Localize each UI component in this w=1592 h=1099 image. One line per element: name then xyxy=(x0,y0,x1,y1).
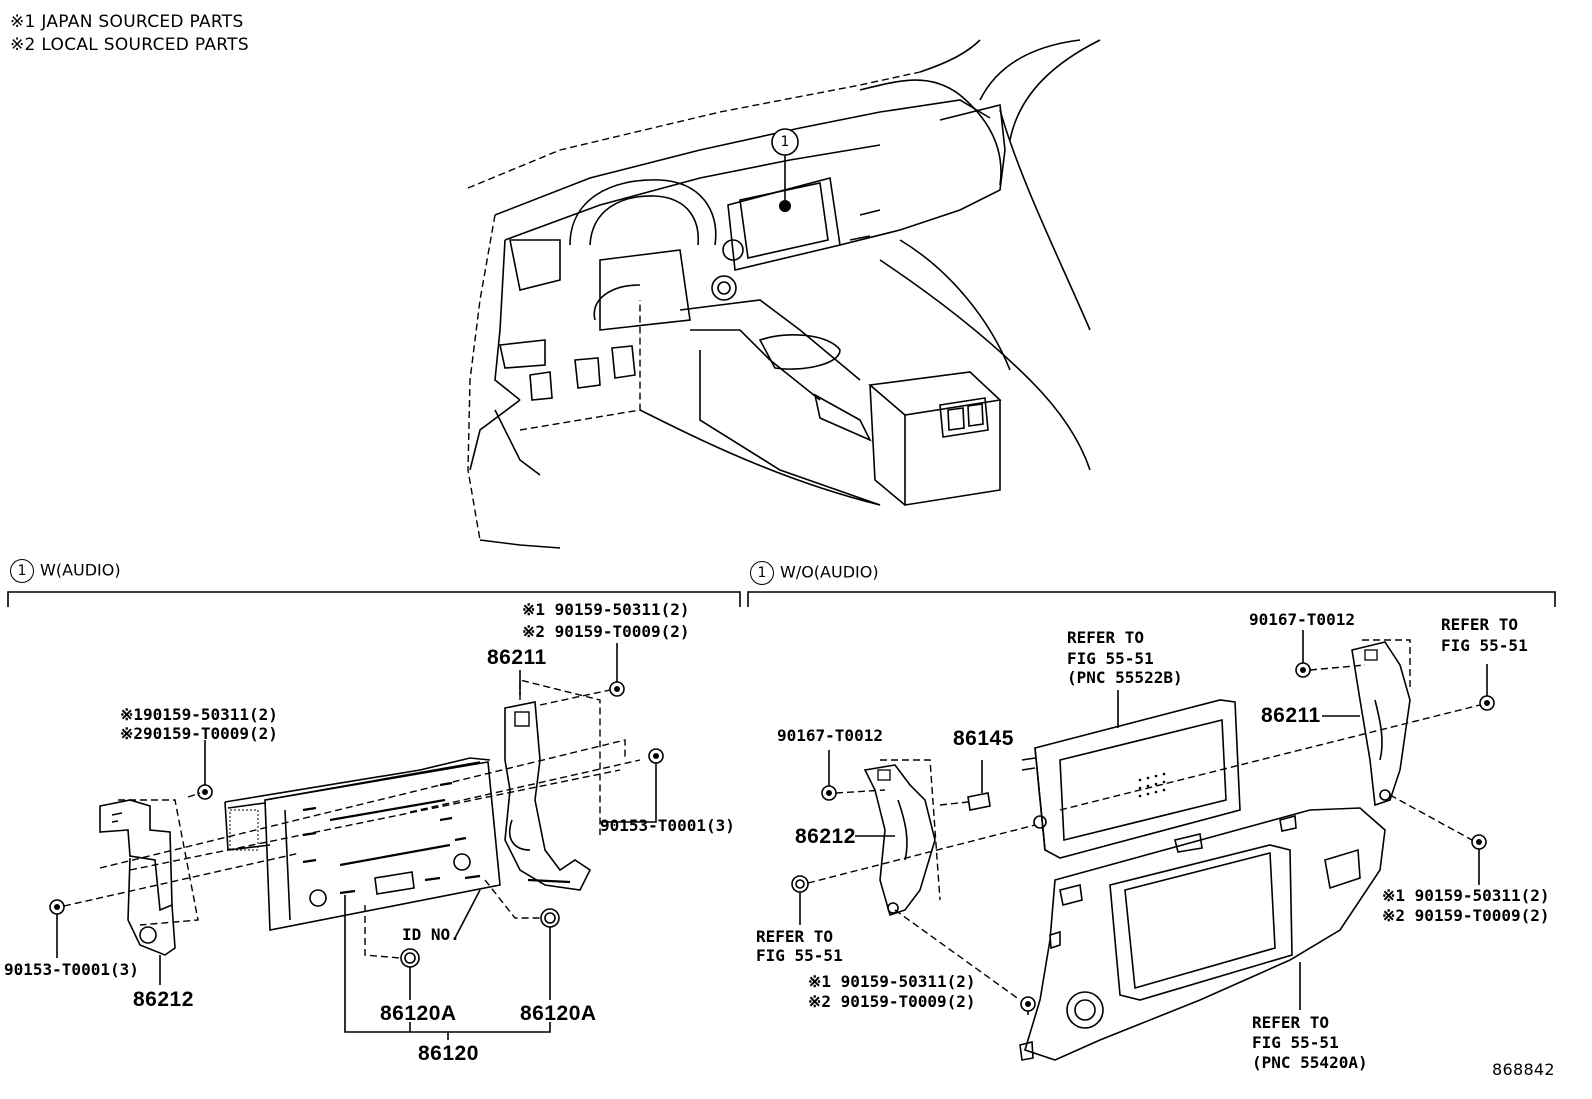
label-refer-display-1: REFER TO xyxy=(1067,628,1145,647)
label-bolt-top-right-2: ※2 90159-T0009(2) xyxy=(522,622,690,641)
label-bolt-right-1: ※1 90159-50311(2) xyxy=(1382,886,1550,905)
section-label: W/O(AUDIO) xyxy=(780,562,879,582)
label-bolt-bottom-1: ※1 90159-50311(2) xyxy=(808,972,976,991)
label-receiver-86120: 86120 xyxy=(418,1042,479,1065)
label-bracket-86212-wo: 86212 xyxy=(795,825,856,848)
display-unit xyxy=(1021,699,1241,859)
section-label: W(AUDIO) xyxy=(40,560,121,580)
label-clip-left: 90167-T0012 xyxy=(777,726,883,745)
label-refer-display-2: FIG 55-51 xyxy=(1067,649,1154,668)
right-bracket-86211 xyxy=(504,679,601,891)
label-id-no: ID NO. xyxy=(402,925,460,944)
label-bolt-bottom-2: ※2 90159-T0009(2) xyxy=(808,992,976,1011)
dashboard-illustration xyxy=(467,39,1101,549)
section-title-without-audio: 1 W/O(AUDIO) xyxy=(750,561,879,585)
label-knob-right: 86120A xyxy=(520,1002,597,1025)
label-refer-top-right-2: FIG 55-51 xyxy=(1441,636,1528,655)
label-clip-top: 90167-T0012 xyxy=(1249,610,1355,629)
label-connector-86145: 86145 xyxy=(953,727,1014,750)
label-refer-top-right-1: REFER TO xyxy=(1441,615,1519,634)
label-bracket-86211: 86211 xyxy=(487,646,547,669)
label-bolt-left-2: ※290159-T0009(2) xyxy=(120,724,278,743)
section-bracket-with-audio xyxy=(7,591,741,607)
label-refer-bottom-2: FIG 55-51 xyxy=(1252,1033,1339,1052)
label-bracket-86211-wo: 86211 xyxy=(1261,704,1321,727)
figure-number: 868842 xyxy=(1492,1060,1555,1079)
label-refer-left-1: REFER TO xyxy=(756,927,834,946)
section-marker: 1 xyxy=(750,561,774,585)
note-local-sourced: ※2 LOCAL SOURCED PARTS xyxy=(10,35,249,55)
label-refer-bottom-1: REFER TO xyxy=(1252,1013,1330,1032)
label-refer-bottom-3: (PNC 55420A) xyxy=(1252,1053,1368,1072)
callout-marker xyxy=(771,128,799,212)
label-refer-display-3: (PNC 55522B) xyxy=(1067,668,1183,687)
fastener-group-left xyxy=(49,643,664,1000)
callout-number: 1 xyxy=(780,134,790,150)
label-bolt-left-1: ※190159-50311(2) xyxy=(120,705,278,724)
label-knob-left: 86120A xyxy=(380,1002,457,1025)
label-bolt-right-2: ※2 90159-T0009(2) xyxy=(1382,906,1550,925)
section-marker: 1 xyxy=(10,559,34,583)
audio-receiver-unit xyxy=(224,757,501,931)
note-japan-sourced: ※1 JAPAN SOURCED PARTS xyxy=(10,12,244,32)
right-bracket-86211-wo xyxy=(1351,639,1411,807)
left-bracket-86212-wo xyxy=(863,759,941,917)
label-bolt-top-right-1: ※1 90159-50311(2) xyxy=(522,600,690,619)
label-screw-left: 90153-T0001(3) xyxy=(4,960,139,979)
fastener-group-right xyxy=(791,630,1495,1015)
label-refer-left-2: FIG 55-51 xyxy=(756,946,843,965)
label-bracket-86212: 86212 xyxy=(133,988,194,1011)
left-bracket-86212 xyxy=(99,799,199,956)
section-title-with-audio: 1 W(AUDIO) xyxy=(10,559,121,583)
section-bracket-without-audio xyxy=(747,591,1556,607)
label-screw-right: 90153-T0001(3) xyxy=(600,816,735,835)
center-bezel-panel xyxy=(1019,807,1386,1061)
